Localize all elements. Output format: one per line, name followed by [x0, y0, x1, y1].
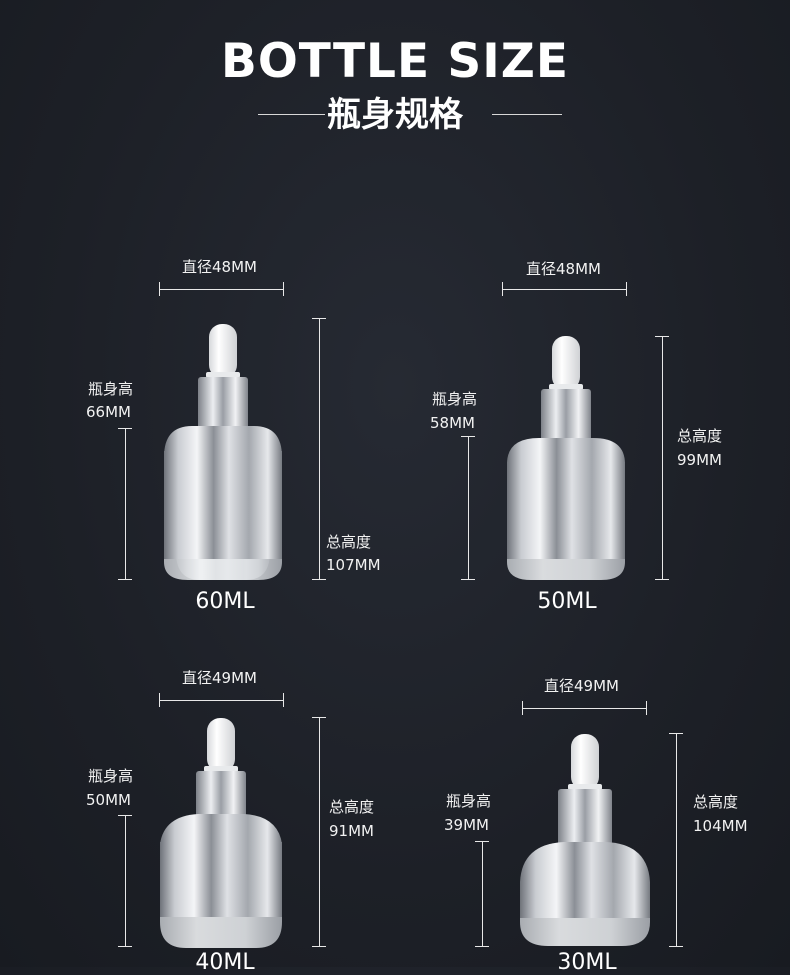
diameter-line [159, 289, 284, 290]
total-height-label: 总高度 [693, 793, 739, 811]
total-height-value: 107MM [326, 556, 381, 574]
total-height-value: 99MM [677, 451, 722, 469]
capacity-label: 30ML [557, 950, 617, 975]
diameter-line [159, 700, 284, 701]
diameter-label: 直径48MM [182, 258, 257, 276]
total-height-value: 91MM [329, 822, 374, 840]
page-subtitle: 瓶身规格 [327, 95, 463, 135]
body-height-value: 66MM [86, 403, 131, 421]
body-height-line [125, 815, 126, 947]
body-height-label: 瓶身高 [446, 792, 492, 810]
total-height-label: 总高度 [677, 427, 723, 445]
body-height-line [482, 841, 483, 947]
dropper-bottle-image [160, 718, 282, 948]
subtitle-line-right [492, 114, 562, 115]
total-height-line [676, 733, 677, 947]
body-height-label: 瓶身高 [88, 380, 134, 398]
diameter-line [502, 289, 627, 290]
diameter-label: 直径48MM [526, 260, 601, 278]
total-height-line [662, 336, 663, 580]
dropper-bottle-image [507, 336, 625, 580]
diameter-label: 直径49MM [182, 669, 257, 687]
dropper-bottle-image [164, 324, 282, 580]
body-height-value: 50MM [86, 791, 131, 809]
body-height-label: 瓶身高 [432, 390, 478, 408]
capacity-label: 40ML [195, 950, 255, 975]
page-title: BOTTLE SIZE [221, 34, 569, 89]
capacity-label: 50ML [537, 589, 597, 614]
capacity-label: 60ML [195, 589, 255, 614]
subtitle-line-left [258, 114, 325, 115]
body-height-line [468, 436, 469, 580]
body-height-value: 58MM [430, 414, 475, 432]
diameter-line [522, 708, 647, 709]
body-height-value: 39MM [444, 816, 489, 834]
total-height-label: 总高度 [329, 798, 375, 816]
body-height-label: 瓶身高 [88, 767, 134, 785]
body-height-line [125, 428, 126, 580]
total-height-line [319, 318, 320, 580]
dropper-bottle-image [520, 734, 650, 946]
diameter-label: 直径49MM [544, 677, 619, 695]
total-height-value: 104MM [693, 817, 748, 835]
total-height-label: 总高度 [326, 533, 372, 551]
total-height-line [319, 717, 320, 947]
